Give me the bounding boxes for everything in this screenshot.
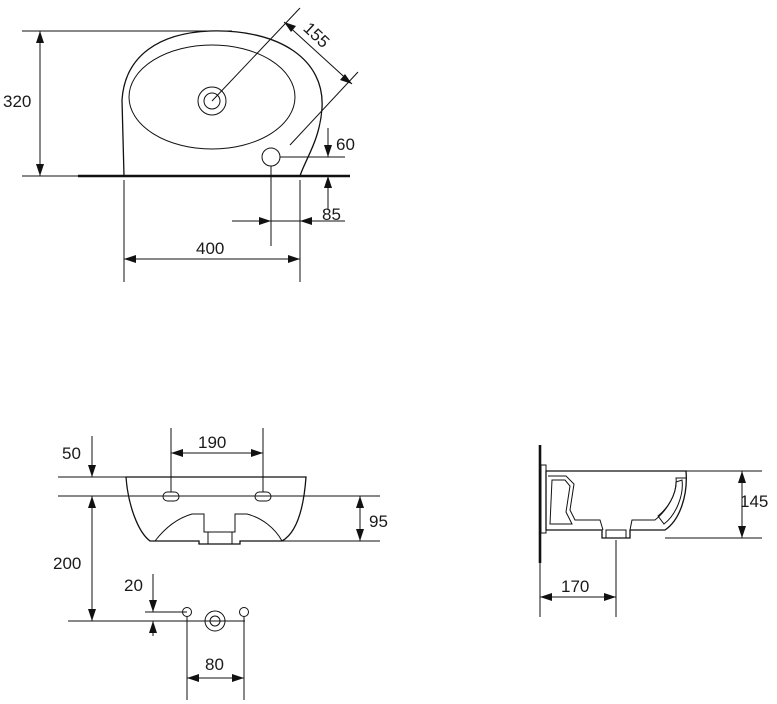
dim-80: 80 xyxy=(205,655,224,674)
connector-center-inner xyxy=(209,615,221,627)
dim-145: 145 xyxy=(740,492,768,511)
connector-center-outer xyxy=(204,610,226,632)
basin-top-outline xyxy=(121,30,323,177)
drain-inner xyxy=(203,92,221,110)
side-bracket xyxy=(540,464,547,534)
dim-20: 20 xyxy=(124,576,143,595)
basin-side-inner-rib xyxy=(549,479,573,525)
top-view: 320 400 155 60 85 xyxy=(3,7,359,282)
front-view: 190 50 200 95 20 xyxy=(53,428,388,700)
dim-85: 85 xyxy=(322,205,341,224)
dim-320: 320 xyxy=(3,92,31,111)
basin-front-outline xyxy=(125,476,307,545)
basin-side-inner-left xyxy=(548,475,604,531)
dim-60: 60 xyxy=(336,135,355,154)
dim-170: 170 xyxy=(561,577,589,596)
basin-side-outline xyxy=(545,470,687,539)
side-view: 145 170 xyxy=(538,445,768,617)
basin-bowl xyxy=(128,44,296,150)
dim-155: 155 xyxy=(299,19,333,52)
dim-95: 95 xyxy=(369,512,388,531)
dim-200: 200 xyxy=(53,554,81,573)
dim-400: 400 xyxy=(196,239,224,258)
basin-side-inner-right-rib xyxy=(657,479,683,525)
drain-outer xyxy=(197,86,227,116)
connector-right xyxy=(239,607,249,617)
dim-50: 50 xyxy=(62,444,81,463)
waste-stub xyxy=(207,531,233,545)
side-waste xyxy=(605,529,627,539)
dim-190: 190 xyxy=(198,433,226,452)
